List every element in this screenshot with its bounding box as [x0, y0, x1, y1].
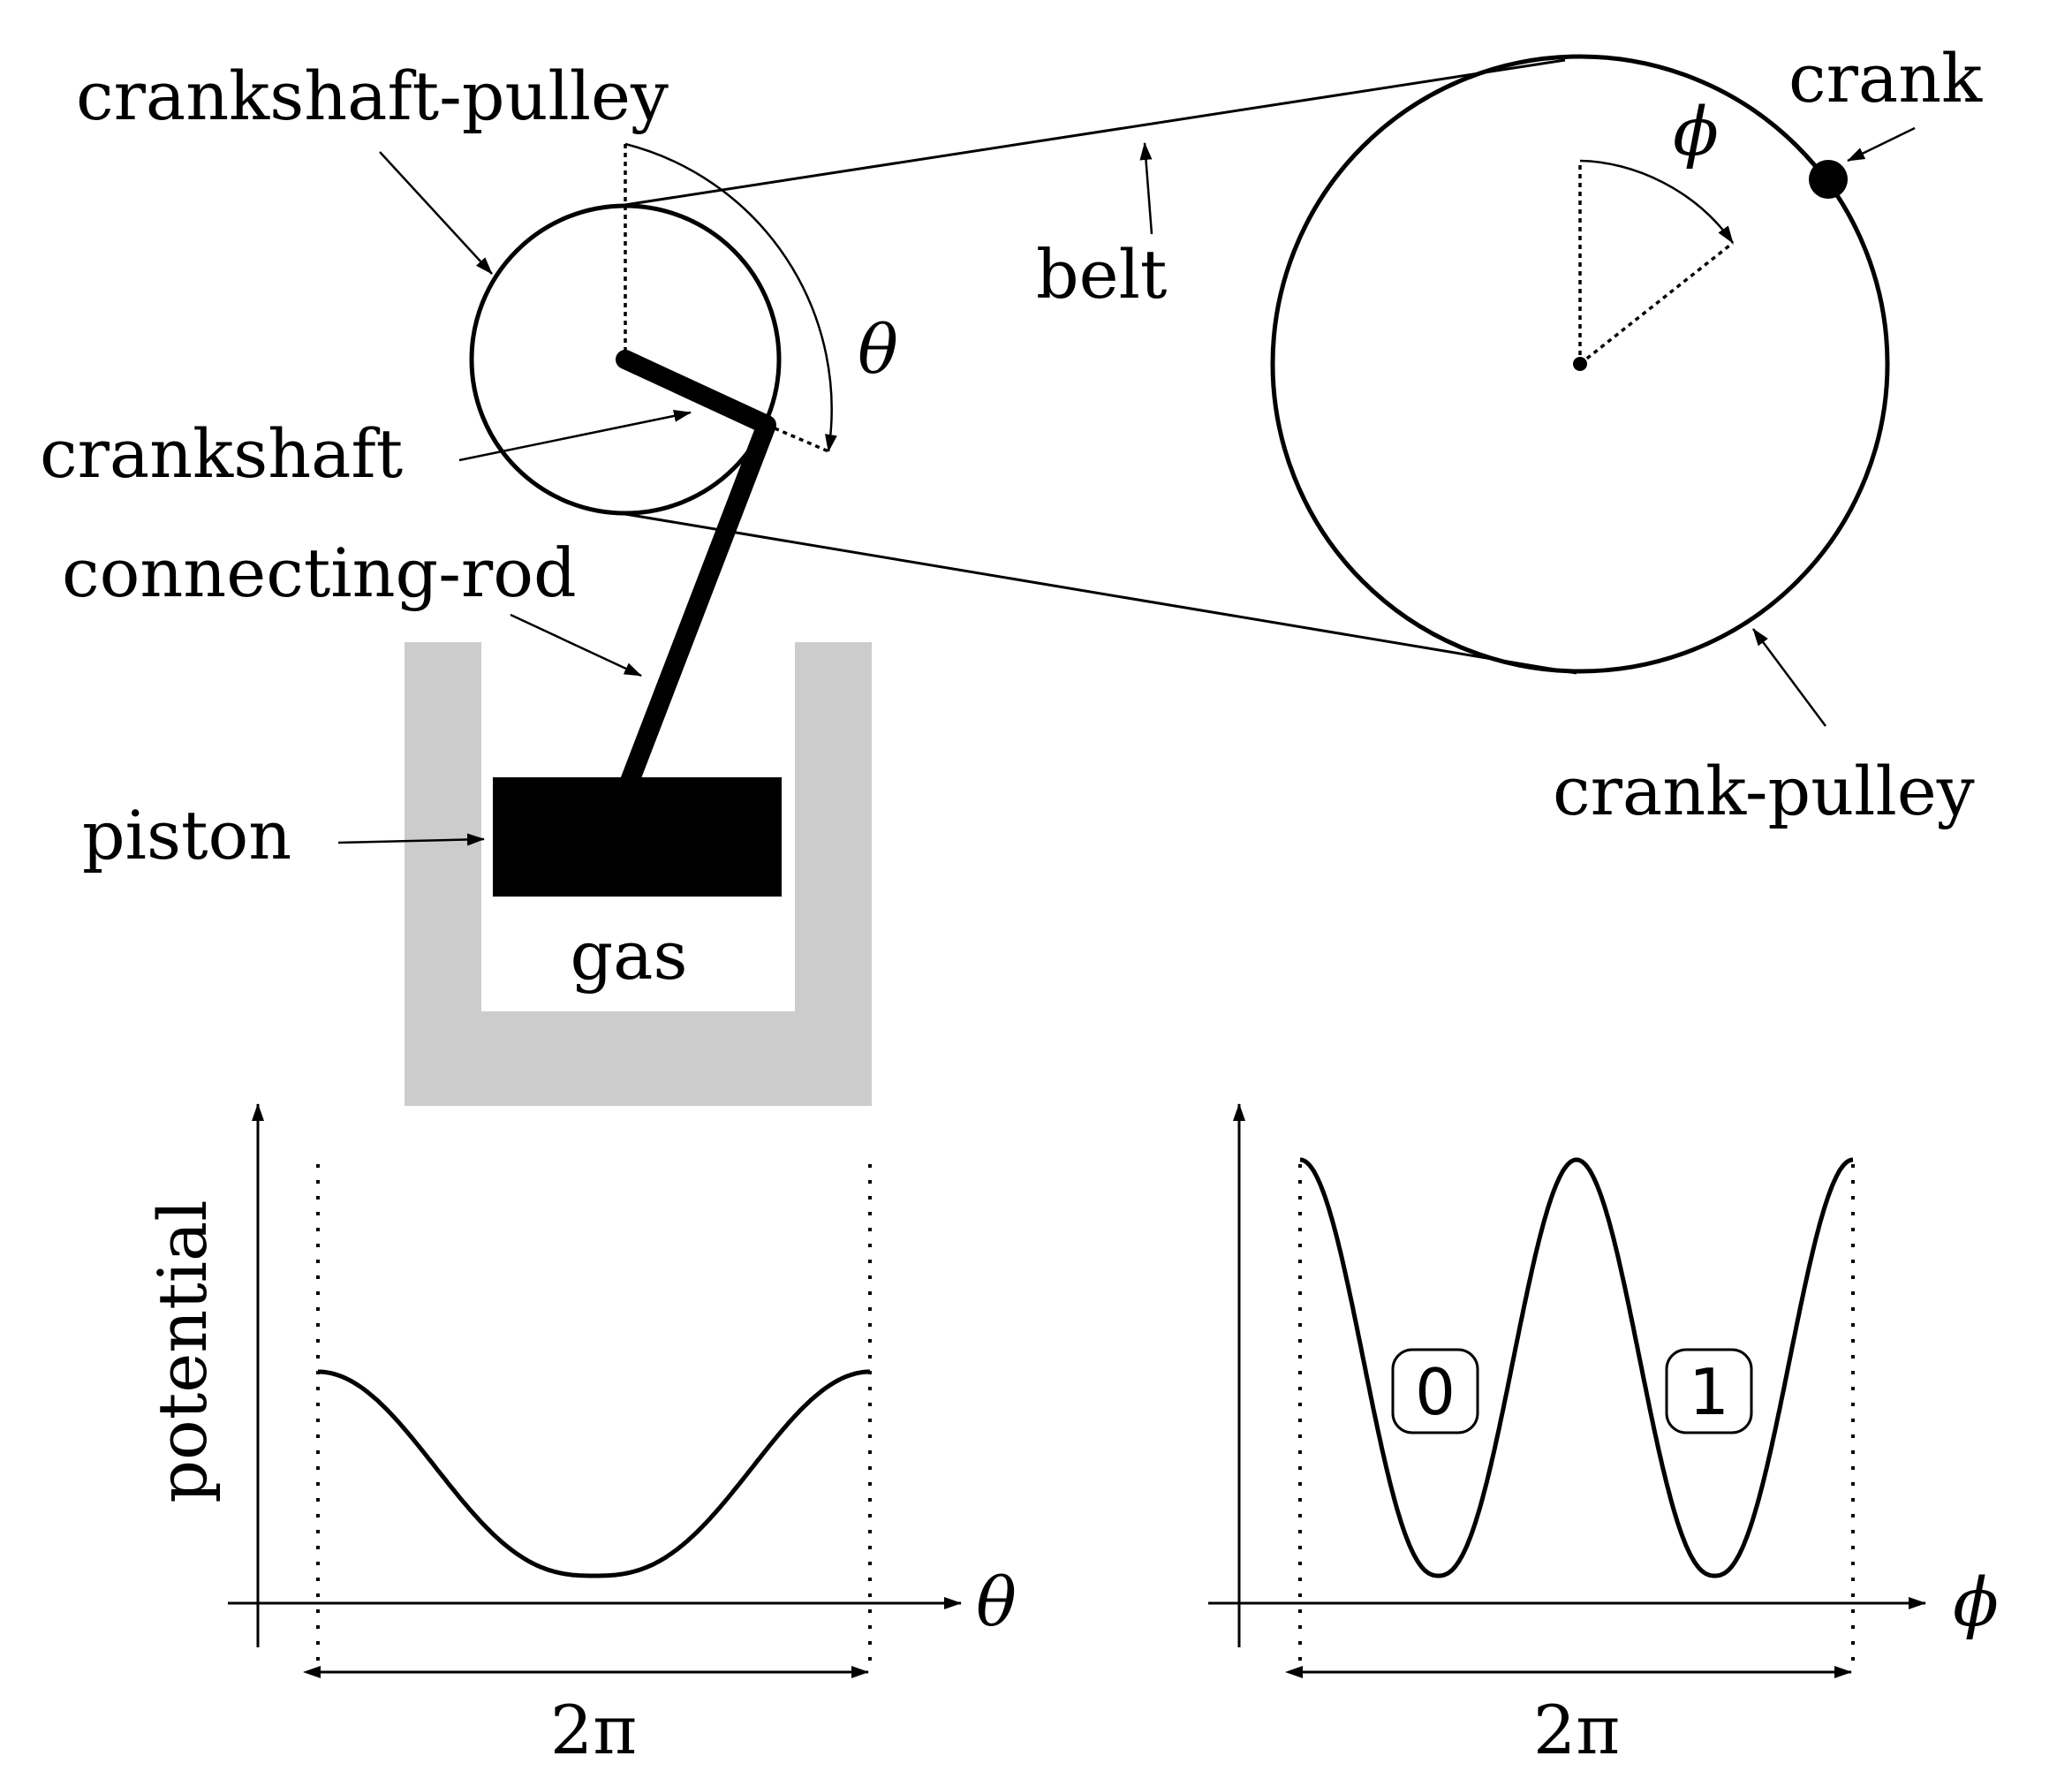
belt-bottom: [619, 511, 1577, 675]
belt-top: [607, 58, 1566, 209]
piston: [493, 777, 782, 897]
phi-radius-line: [1578, 241, 1735, 366]
left-potential-curve: [318, 1369, 870, 1578]
left-x-label: θ: [976, 1563, 1017, 1641]
left-y-label: potential: [143, 1200, 222, 1502]
connecting-rod: [619, 421, 776, 787]
phi-arc-arrow: [1579, 159, 1735, 244]
crank-pulley-center: [1573, 357, 1587, 371]
theta-arc-arrow: [624, 142, 837, 452]
gas-label: gas: [571, 916, 688, 995]
well-0-box: [1391, 1348, 1479, 1434]
right-x-label: ϕ: [1953, 1563, 1999, 1641]
cylinder: [405, 642, 872, 1106]
piston-pointer: [337, 833, 485, 846]
well-1-box: [1665, 1348, 1753, 1434]
well-1-label: 1: [1689, 1355, 1729, 1429]
crank-pulley: [1270, 54, 1890, 674]
right-period-label: 2π: [1533, 1691, 1620, 1767]
well-0-label: 0: [1415, 1355, 1456, 1429]
piston-label: piston: [82, 796, 291, 874]
right-potential-curve: [1299, 1157, 1854, 1578]
crank-pointer: [1847, 126, 1916, 163]
theta-crank-extension: [766, 423, 829, 453]
connecting-rod-label: connecting-rod: [62, 534, 577, 612]
crankshaft-pulley-label: crankshaft-pulley: [76, 57, 669, 135]
crankshaft: [616, 350, 776, 435]
belt-label: belt: [1036, 235, 1167, 314]
crank-label: crank: [1788, 39, 1983, 117]
theta-label: θ: [858, 310, 898, 389]
crankshaft-pointer: [458, 409, 692, 462]
phi-label: ϕ: [1673, 92, 1719, 170]
belt-pointer: [1139, 142, 1153, 235]
crank-pulley-pointer: [1751, 628, 1827, 727]
crank-pulley-label: crank-pulley: [1553, 752, 1975, 830]
crank: [1809, 160, 1848, 199]
crankshaft-label: crankshaft: [40, 414, 403, 493]
crankshaft-pulley-pointer: [379, 151, 493, 275]
connecting-rod-pointer: [510, 613, 642, 677]
left-period-label: 2π: [550, 1691, 637, 1767]
